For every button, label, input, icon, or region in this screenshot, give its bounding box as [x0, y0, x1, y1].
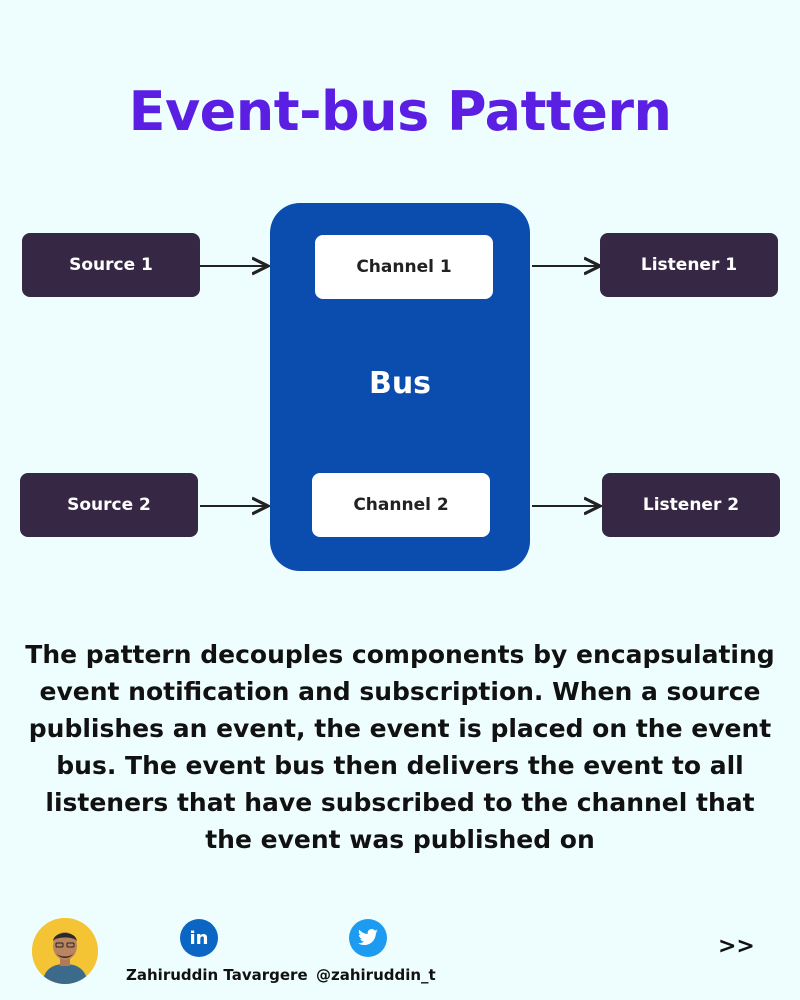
twitter-icon[interactable] — [349, 919, 387, 957]
listener-1-node: Listener 1 — [600, 233, 778, 297]
twitter-handle: @zahiruddin_t — [316, 966, 436, 984]
listener-2-node: Listener 2 — [602, 473, 780, 537]
bus-label: Bus — [368, 366, 432, 401]
author-avatar — [32, 918, 98, 984]
source-1-node: Source 1 — [22, 233, 200, 297]
linkedin-icon[interactable]: in — [180, 919, 218, 957]
event-bus-diagram: Source 1 Source 2 Channel 1 Channel 2 Bu… — [20, 0, 800, 600]
page-title: Event-bus Pattern — [128, 80, 672, 143]
channel-2-node: Channel 2 — [312, 473, 490, 537]
connector-arrows — [200, 0, 800, 600]
description-text: The pattern decouples components by enca… — [25, 640, 775, 854]
source-2-node: Source 2 — [20, 473, 198, 537]
channel-1-node: Channel 1 — [315, 235, 493, 299]
author-name: Zahiruddin Tavargere — [126, 966, 308, 984]
next-page-button[interactable]: >> — [718, 934, 755, 959]
